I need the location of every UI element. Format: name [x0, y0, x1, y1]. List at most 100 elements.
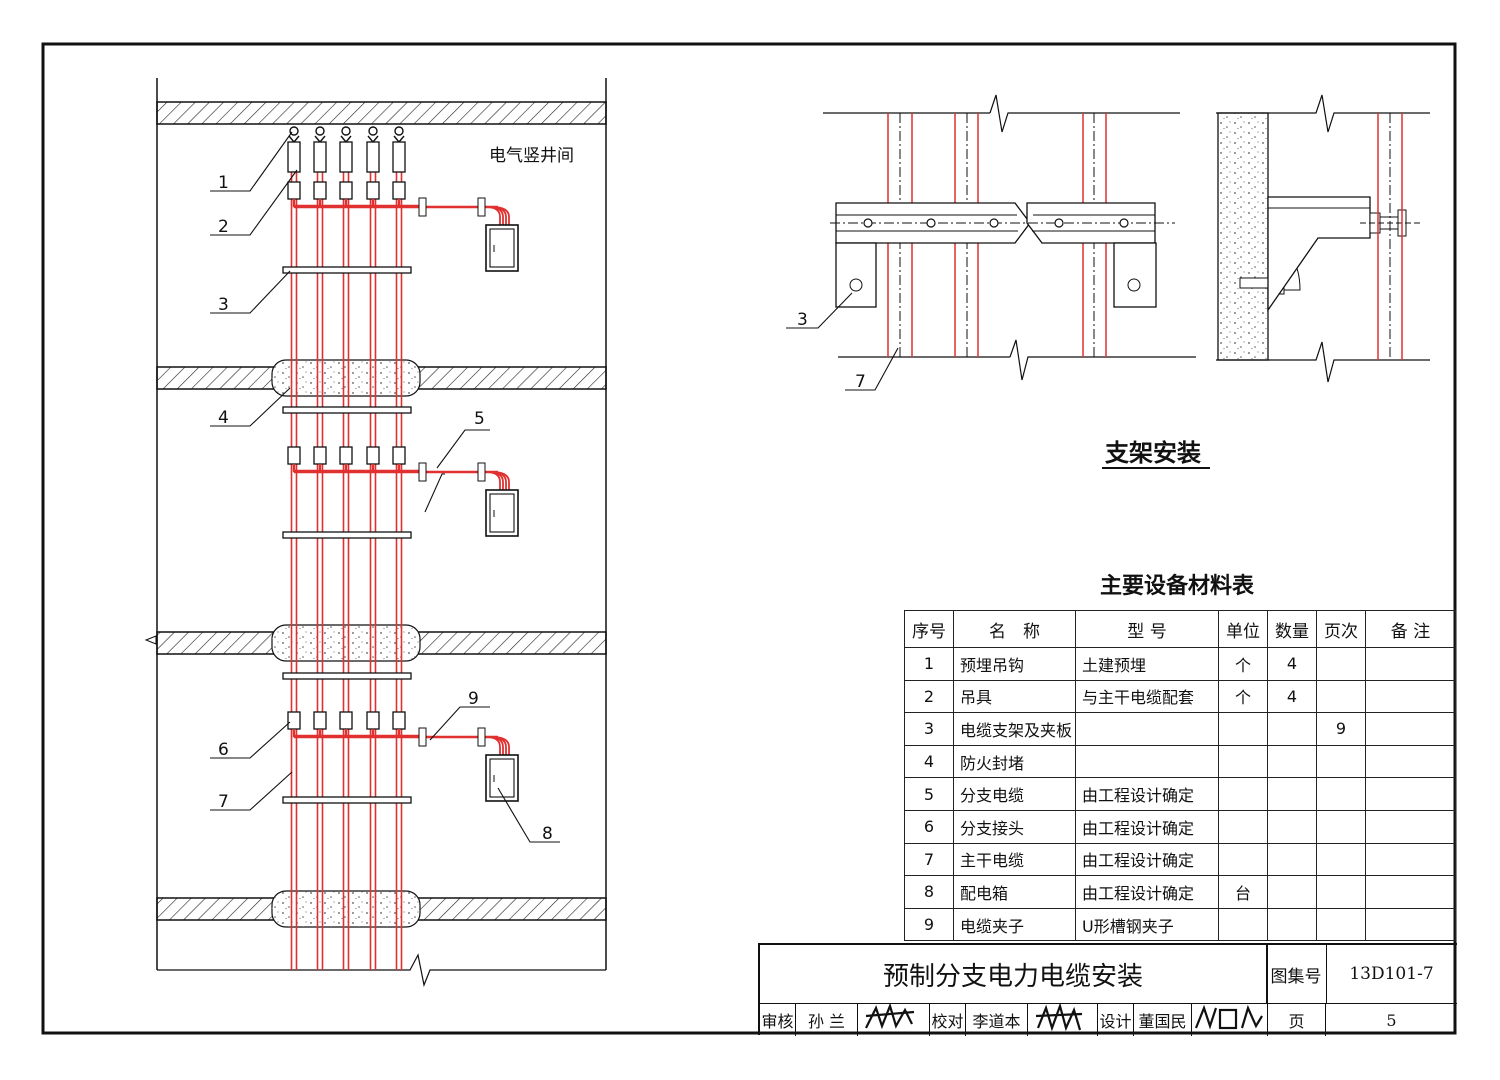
cell-qty: 4 — [1267, 679, 1317, 714]
distribution-box-door — [489, 493, 515, 533]
embedded-hook — [368, 126, 378, 136]
branch-joint — [313, 711, 327, 730]
cell-page — [1316, 679, 1366, 714]
branch-cable — [344, 199, 372, 208]
cell-index: 3 — [904, 712, 954, 746]
branch-cable — [371, 729, 399, 738]
title-block: 预制分支电力电缆安装 图集号 13D101-7 审核 孙 兰 校对 李道本 设计… — [758, 943, 1457, 1036]
cable-hanger — [339, 141, 353, 173]
page-label: 页 — [1268, 1004, 1326, 1036]
cell-unit: 个 — [1218, 679, 1268, 714]
cell-name: 电缆支架及夹板 — [953, 712, 1076, 746]
cell-model: 由工程设计确定 — [1075, 875, 1219, 909]
bracket-front-view: 3 7 — [786, 94, 1196, 392]
cable-supports — [282, 266, 412, 804]
cell-index: 6 — [904, 809, 954, 844]
cell-unit — [1218, 712, 1268, 746]
cell-page: 9 — [1316, 712, 1366, 746]
cell-unit — [1218, 777, 1268, 811]
page-number: 5 — [1386, 1010, 1397, 1030]
cell-name: 主干电缆 — [953, 842, 1076, 877]
header-model: 型 号 — [1075, 610, 1219, 648]
cable-support — [282, 796, 412, 804]
cell-remark — [1365, 712, 1456, 746]
floor-slab — [156, 359, 607, 397]
atlas-number: 13D101-7 — [1349, 964, 1434, 984]
callout-6: 6 — [218, 740, 229, 760]
designer-signature-cell — [1192, 1004, 1268, 1036]
cell-name: 分支接头 — [953, 809, 1076, 844]
callout-2: 2 — [218, 217, 229, 237]
cell-qty — [1267, 712, 1317, 746]
cable-hangers — [287, 126, 406, 173]
cable-hanger — [392, 141, 406, 173]
cell-name: 预埋吊钩 — [953, 647, 1076, 681]
cell-remark — [1365, 842, 1456, 877]
header-page: 页次 — [1316, 610, 1366, 648]
branch-joint — [366, 181, 380, 200]
cable-clamp — [477, 462, 486, 482]
review-label: 审核 — [760, 1004, 796, 1036]
shaft-elevation: 电气竖井间 1 2 3 4 5 6 7 8 9 — [144, 78, 607, 988]
header-name: 名 称 — [953, 610, 1076, 648]
cell-model: 由工程设计确定 — [1075, 809, 1219, 844]
branch-cable — [344, 729, 372, 738]
cell-model: 土建预埋 — [1075, 647, 1219, 681]
bracket-title: 支架安装 — [1105, 439, 1201, 467]
branch-cable — [318, 464, 346, 473]
branch-joint — [287, 181, 301, 200]
cell-remark — [1365, 809, 1456, 844]
branch-joint — [366, 711, 380, 730]
reviewer-name: 孙 兰 — [796, 1004, 858, 1036]
cable-clamp — [477, 727, 486, 747]
cell-page — [1316, 842, 1366, 877]
hanger-link — [393, 135, 405, 144]
cell-unit: 个 — [1218, 647, 1268, 681]
branch-assemblies — [287, 181, 519, 802]
checker-signature-cell — [1028, 1004, 1098, 1036]
branch-joint — [392, 181, 406, 200]
callout-4: 4 — [218, 408, 229, 428]
materials-table-title: 主要设备材料表 — [1100, 574, 1255, 599]
callout-3: 3 — [218, 295, 229, 315]
cell-model — [1075, 712, 1219, 746]
hanger-link — [367, 135, 379, 144]
cell-page — [1316, 809, 1366, 844]
signature-row: 审核 孙 兰 校对 李道本 设计 董国民 页 5 — [760, 1003, 1457, 1036]
wall-section — [1217, 112, 1269, 361]
cell-model: U形槽钢夹子 — [1075, 907, 1219, 942]
cell-index: 2 — [904, 679, 954, 714]
cell-remark — [1365, 875, 1456, 909]
cell-index: 7 — [904, 842, 954, 877]
branch-cable — [292, 464, 320, 473]
hanger-link — [340, 135, 352, 144]
cell-qty — [1267, 875, 1317, 909]
cell-page — [1316, 777, 1366, 811]
cell-unit — [1218, 907, 1268, 942]
branch-cable — [292, 729, 320, 738]
cell-page — [1316, 647, 1366, 681]
branch-cable — [371, 464, 399, 473]
branch-joint — [313, 181, 327, 200]
cell-name: 配电箱 — [953, 875, 1076, 909]
ceiling-slab — [156, 101, 607, 125]
designer-name: 董国民 — [1134, 1004, 1192, 1036]
header-qty: 数量 — [1267, 610, 1317, 648]
branch-joint — [339, 181, 353, 200]
cell-remark — [1365, 907, 1456, 942]
branch-cable — [344, 464, 372, 473]
cell-index: 9 — [904, 907, 954, 942]
branch-joint — [392, 446, 406, 465]
bracket-callout-3: 3 — [797, 310, 808, 330]
checker-name: 李道本 — [966, 1004, 1028, 1036]
cell-index: 1 — [904, 647, 954, 681]
checker-signature — [1035, 1002, 1083, 1032]
cell-unit — [1218, 809, 1268, 844]
cell-index: 5 — [904, 777, 954, 811]
